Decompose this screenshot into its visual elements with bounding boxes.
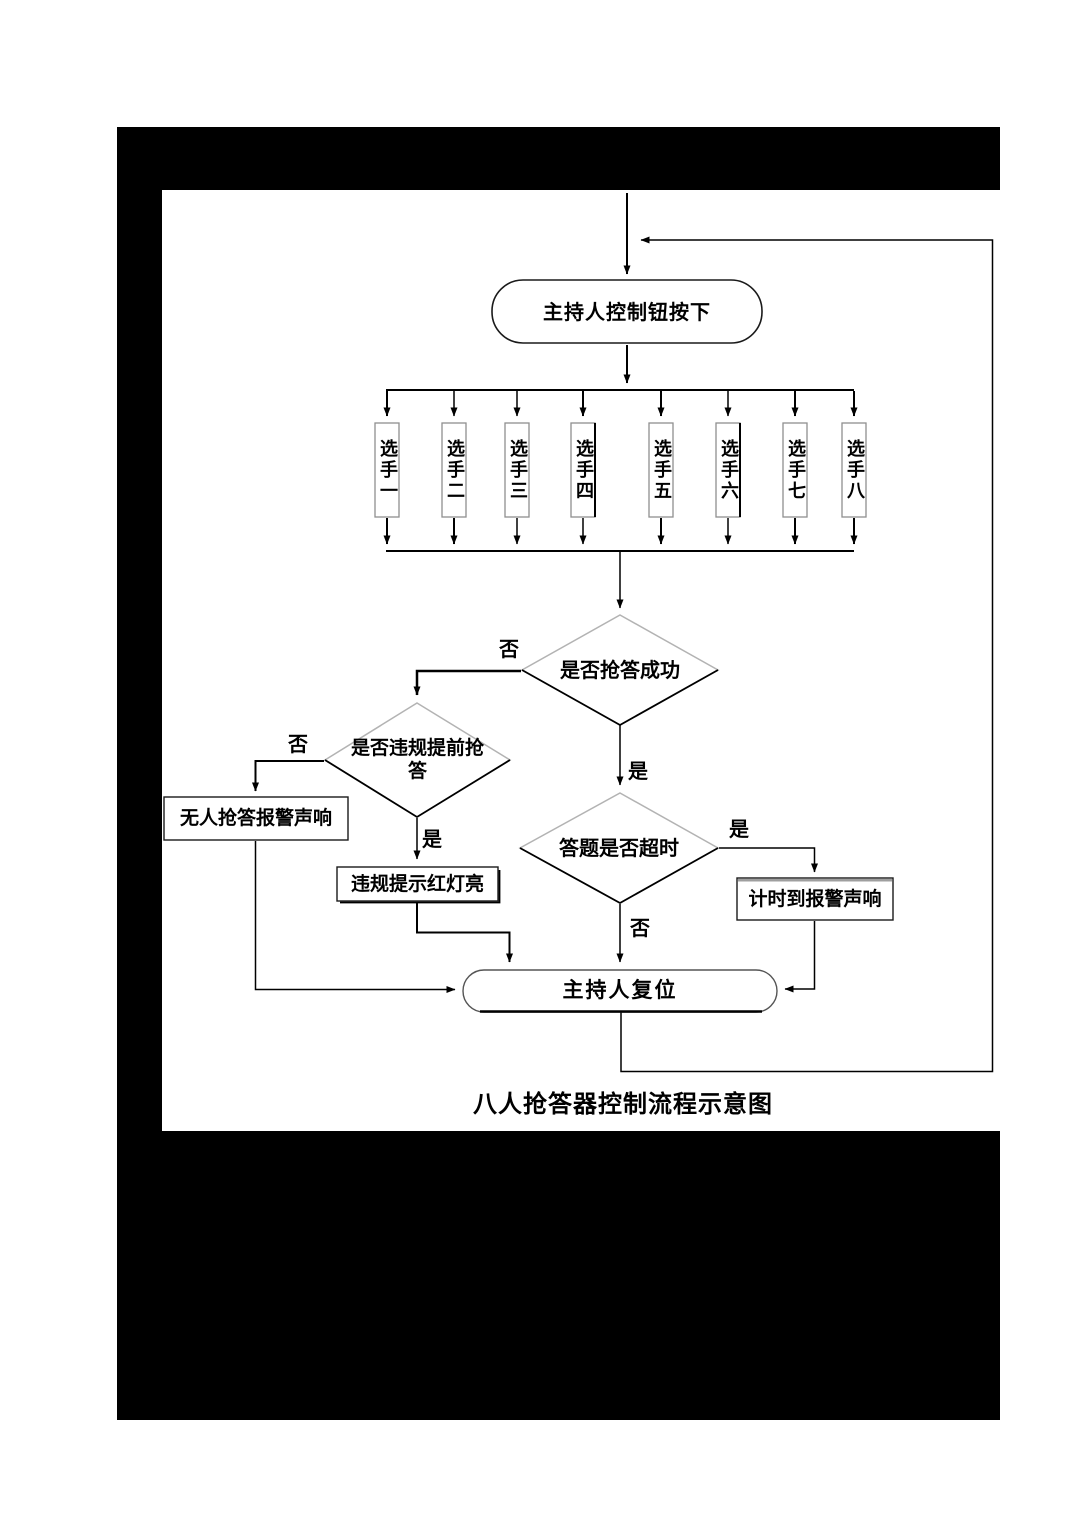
player-box-2: 选手二 [444,438,465,502]
edge-distribution [383,389,858,417]
branch-label-d2-yes: 是 [422,827,442,851]
player-box-8: 选手八 [844,438,865,502]
player-box-5: 选手五 [651,438,672,502]
player-box-4: 选手四 [573,438,594,502]
end-node-host-reset: 主持人复位 [562,978,678,1003]
player-box-1: 选手一 [377,438,398,502]
edge-feedback-loop [620,236,994,1073]
process-timeout-alarm-shape [736,877,894,921]
start-node: 主持人控制钮按下 [543,299,711,324]
decision-answer-timeout: 答题是否超时 [559,836,679,860]
branch-label-d1-no: 否 [499,637,519,661]
branch-label-d1-yes: 是 [628,759,648,783]
process-no-answer-alarm: 无人抢答报警声响 [179,807,332,830]
edge-d1-no [413,669,521,696]
player-box-6: 选手六 [718,438,739,502]
edge-violation-to-reset [416,902,513,963]
decision-grab-success: 是否抢答成功 [560,658,680,682]
process-no-answer-alarm-shape [163,796,349,841]
edge-merge [383,518,858,552]
edge-noanswer-to-reset [254,841,456,993]
figure-caption: 八人抢答器控制流程示意图 [473,1089,773,1118]
edge-d3-yes [719,847,818,873]
branch-label-d2-no: 否 [288,732,308,756]
branch-label-d3-no: 否 [630,916,650,940]
decision-early-violation-shape [323,702,512,819]
process-violation-red-light: 违规提示红灯亮 [350,872,484,895]
process-timeout-alarm: 计时到报警声响 [748,887,882,910]
decision-early-violation: 是否违规提前抢 答 [325,703,510,817]
process-violation-red-light-shape [336,866,501,904]
edge-d2-no [252,760,324,792]
edge-timeout-to-reset [784,921,816,993]
player-box-3: 选手三 [507,438,528,502]
start-node-shape [491,279,763,344]
player-box-7: 选手七 [785,438,806,502]
decision-answer-timeout-shape [518,792,720,905]
player-box-shapes [374,422,867,518]
end-node-host-reset-shape [462,969,778,1013]
branch-label-d3-yes: 是 [729,817,749,841]
decision-early-violation-line2: 答 [407,760,427,782]
decision-early-violation-line1: 是否违规提前抢 [350,737,484,760]
